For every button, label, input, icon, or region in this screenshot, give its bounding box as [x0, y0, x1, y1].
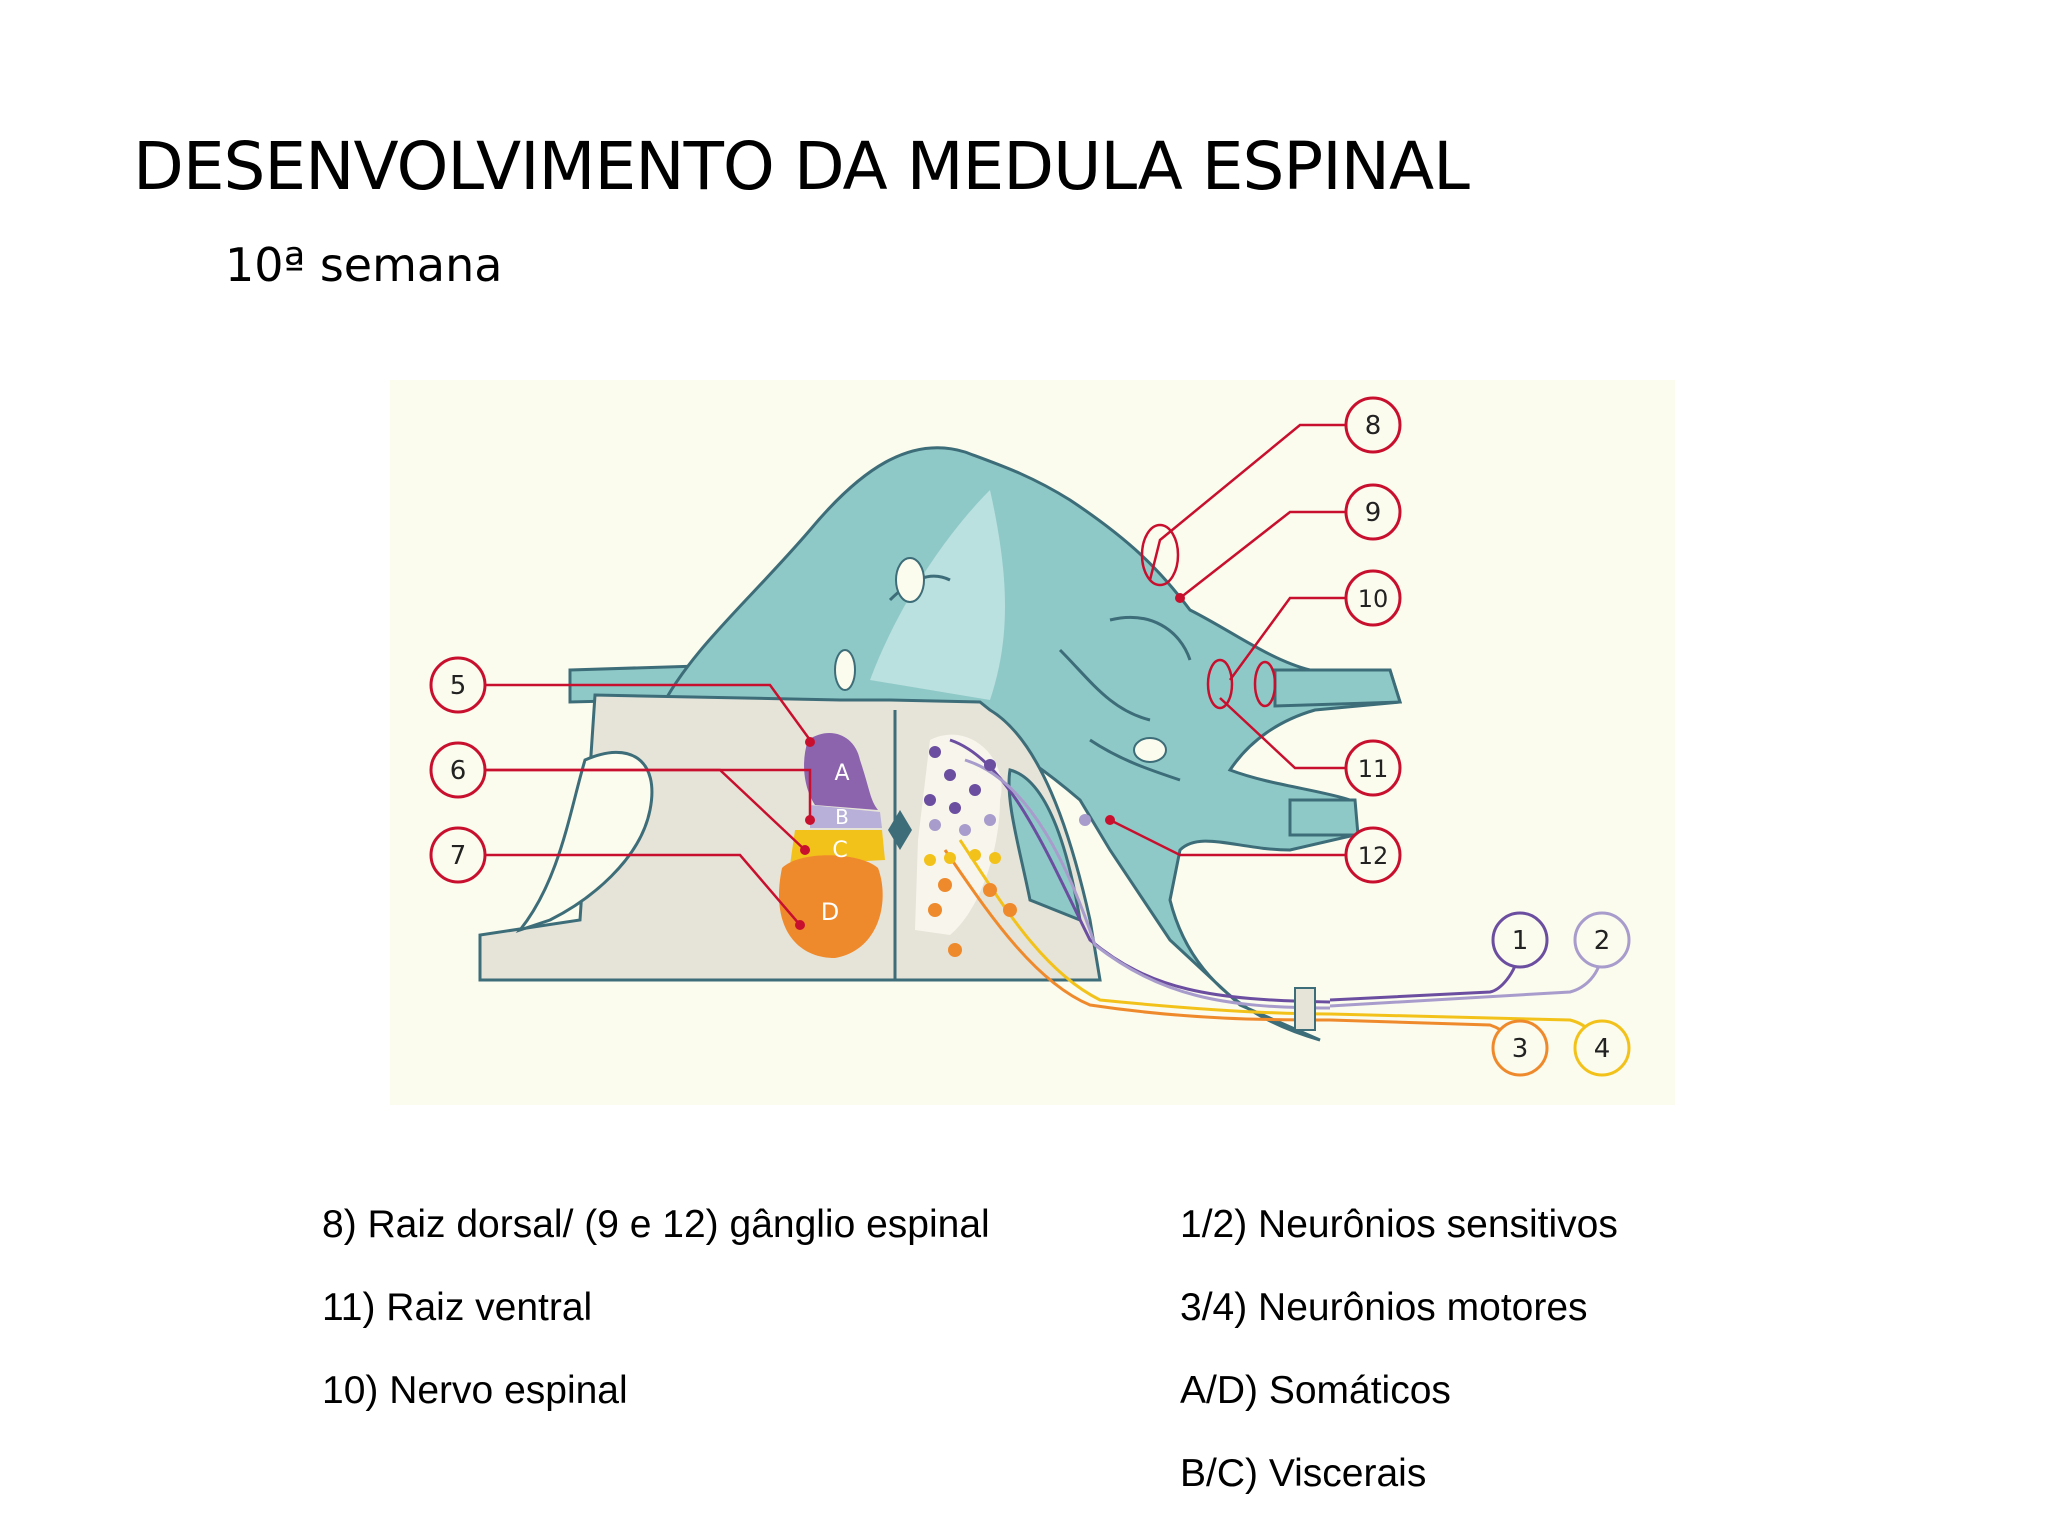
page-title: DESENVOLVIMENTO DA MEDULA ESPINAL — [133, 128, 1470, 205]
callout-8 — [1344, 396, 1402, 454]
callout-3 — [1491, 1019, 1549, 1077]
callout-12 — [1344, 826, 1402, 884]
somatic-motor-neurons — [928, 878, 1017, 957]
callout-label-4: 4 — [1594, 1034, 1611, 1064]
legend-item: B/C) Viscerais — [1180, 1452, 1427, 1495]
region-label-c: C — [832, 838, 847, 863]
legend-item: A/D) Somáticos — [1180, 1369, 1451, 1412]
legend-item: 3/4) Neurônios motores — [1180, 1286, 1588, 1329]
region-d — [778, 855, 883, 958]
callout-label-8: 8 — [1365, 411, 1382, 441]
dorsal-horn-outline — [515, 750, 654, 934]
ganglion-hole — [1133, 737, 1167, 763]
sensory-neurons — [924, 746, 996, 814]
callout-7 — [429, 826, 487, 884]
callout-1 — [1491, 911, 1549, 969]
region-b — [810, 805, 882, 828]
spinal-cord-diagram: A B C D — [390, 380, 1675, 1105]
legend-item: 11) Raiz ventral — [322, 1286, 593, 1329]
legend-item: 8) Raiz dorsal/ (9 e 12) gânglio espinal — [322, 1203, 990, 1246]
callout-label-9: 9 — [1365, 498, 1382, 528]
callout-label-7: 7 — [450, 841, 467, 871]
legend-right: 1/2) Neurônios sensitivos 3/4) Neurônios… — [1180, 1200, 1618, 1532]
right-upper-nerve-stub — [1273, 668, 1403, 708]
legend-item: 1/2) Neurônios sensitivos — [1180, 1203, 1618, 1246]
ganglion-hole — [834, 649, 856, 691]
fiber-motor-3 — [943, 849, 1331, 1022]
region-label-b: B — [835, 805, 849, 829]
fiber-motor-4 — [958, 839, 1331, 1016]
legend-item: 10) Nervo espinal — [322, 1369, 628, 1412]
callout-11 — [1344, 739, 1402, 797]
spinal-nerve-trunk — [1294, 987, 1316, 1031]
callout-leader-dots — [795, 593, 1185, 930]
ganglion-fold — [1058, 648, 1151, 722]
callout-label-2: 2 — [1594, 926, 1611, 956]
callout-9 — [1344, 483, 1402, 541]
motor-neurons — [924, 849, 1001, 866]
region-label-d: D — [821, 898, 839, 926]
callout-4 — [1573, 1019, 1631, 1077]
visceral-sensory-neurons — [929, 814, 1091, 836]
callout-label-5: 5 — [450, 671, 467, 701]
callout-2 — [1573, 911, 1631, 969]
ganglion-hole — [895, 557, 925, 603]
callout-6 — [429, 741, 487, 799]
callout-label-6: 6 — [450, 756, 467, 786]
callout-5 — [429, 656, 487, 714]
central-canal — [888, 810, 912, 850]
right-gray-matter — [915, 734, 1002, 935]
right-lower-nerve-stub — [1288, 798, 1360, 837]
legend-left: 8) Raiz dorsal/ (9 e 12) gânglio espinal… — [322, 1200, 990, 1449]
region-label-a: A — [834, 761, 849, 786]
callout-label-12: 12 — [1358, 842, 1389, 870]
fiber-sensory-2 — [964, 758, 1331, 1010]
page-subtitle: 10ª semana — [225, 238, 503, 292]
callout-label-11: 11 — [1358, 755, 1389, 783]
callout-10 — [1344, 569, 1402, 627]
ganglion-highlight — [870, 490, 1005, 700]
ganglion-fold — [1109, 615, 1192, 661]
callout-label-1: 1 — [1512, 926, 1529, 956]
callout-label-10: 10 — [1358, 585, 1389, 613]
region-a — [804, 732, 878, 810]
callout-label-3: 3 — [1512, 1034, 1529, 1064]
ganglion-fold — [1089, 738, 1181, 782]
callout-leaders — [486, 423, 1345, 926]
